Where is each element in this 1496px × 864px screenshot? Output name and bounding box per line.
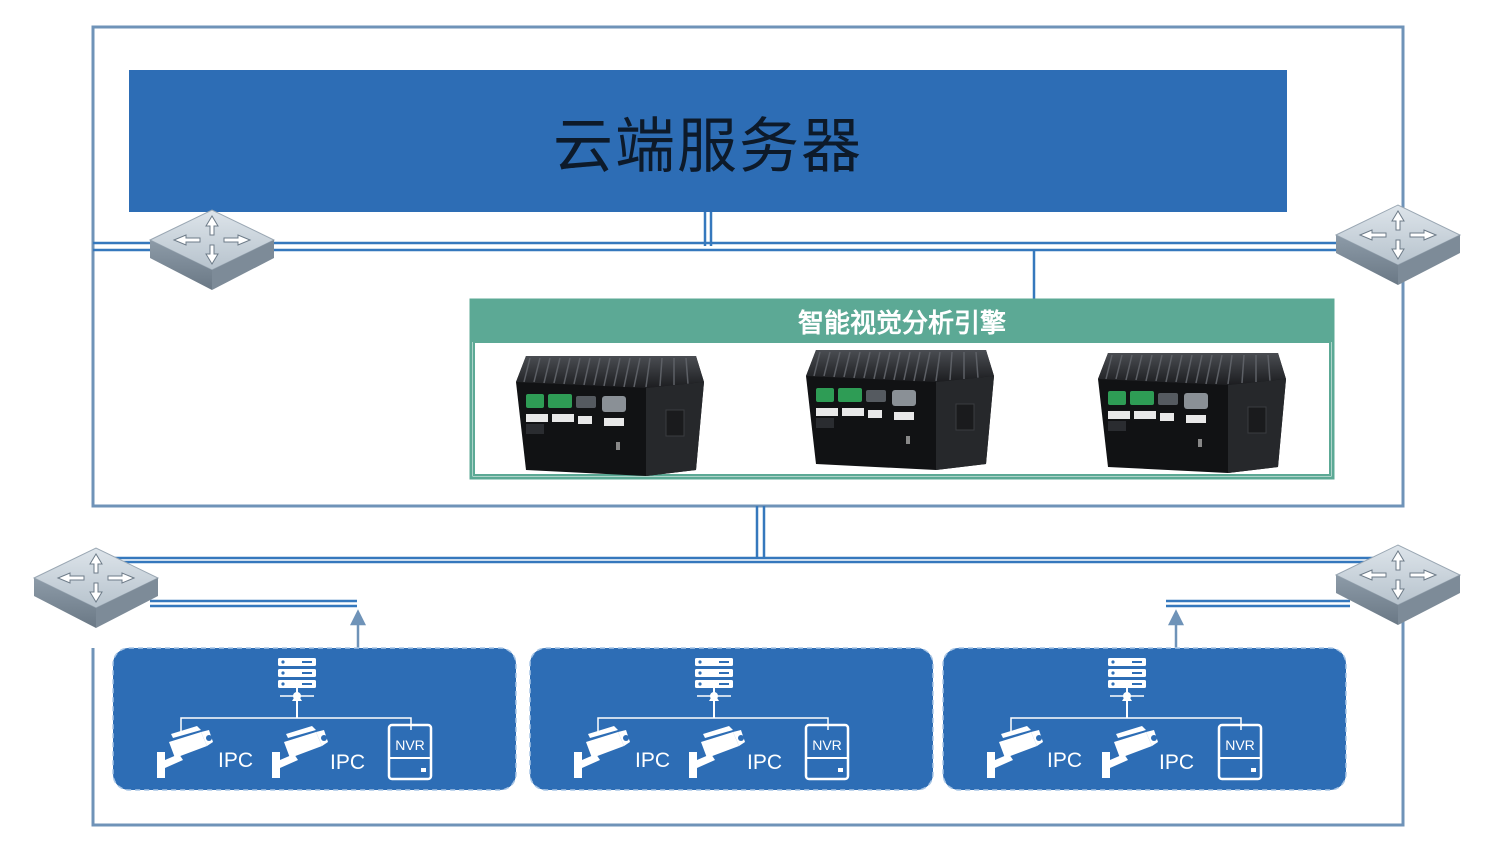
edge-group-2 bbox=[529, 647, 934, 791]
router-icon bbox=[1335, 204, 1461, 286]
router-icon bbox=[33, 547, 159, 629]
nvr-label: NVR bbox=[812, 737, 842, 753]
edge-computer-icon bbox=[805, 349, 995, 471]
lower-frame bbox=[91, 600, 1405, 827]
ipc-label: IPC bbox=[218, 749, 254, 772]
edge-computer-icon bbox=[1097, 352, 1287, 474]
ipc-label: IPC bbox=[635, 749, 671, 772]
trunk-link bbox=[93, 506, 1403, 564]
edge-group-1 bbox=[112, 647, 517, 791]
upper-backbone bbox=[93, 212, 1403, 300]
engine-title: 智能视觉分析引擎 bbox=[797, 308, 1006, 339]
router-icon bbox=[149, 209, 275, 291]
uplink-arrows bbox=[349, 609, 1185, 648]
ipc-label: IPC bbox=[1047, 749, 1083, 772]
nvr-label: NVR bbox=[1225, 737, 1255, 753]
ipc-label: IPC bbox=[747, 751, 783, 774]
nvr-label: NVR bbox=[395, 737, 425, 753]
cloud-server-label: 云端服务器 bbox=[553, 111, 863, 182]
ipc-label: IPC bbox=[1159, 751, 1195, 774]
ipc-label: IPC bbox=[330, 751, 366, 774]
edge-uplinks bbox=[150, 599, 1350, 608]
engine-header bbox=[471, 300, 1333, 342]
edge-group-3 bbox=[942, 647, 1347, 791]
cloud-server-block bbox=[129, 70, 1287, 212]
edge-computer-icon bbox=[515, 355, 705, 477]
